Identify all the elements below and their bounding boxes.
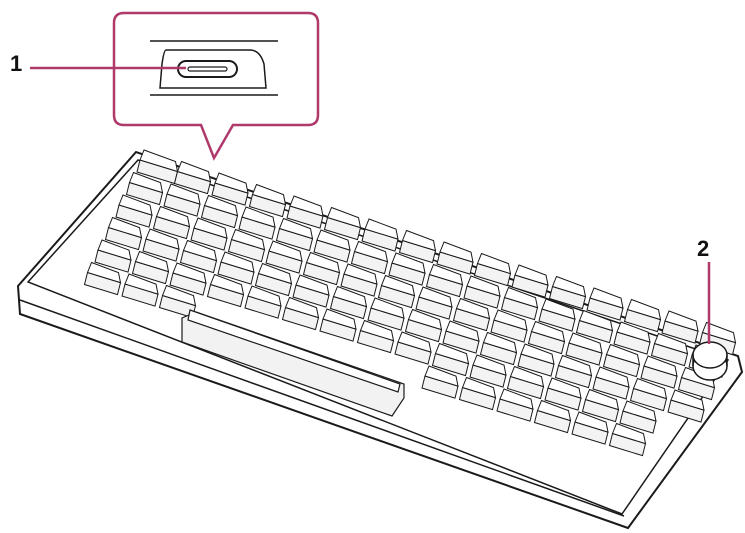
usb-port-detail-callout xyxy=(114,13,318,158)
rotary-knob-icon xyxy=(693,342,727,380)
usb-c-port-icon xyxy=(178,61,237,77)
callout-label-2: 2 xyxy=(697,238,709,260)
keyboard-illustration xyxy=(18,150,742,528)
callout-label-1: 1 xyxy=(10,53,22,75)
